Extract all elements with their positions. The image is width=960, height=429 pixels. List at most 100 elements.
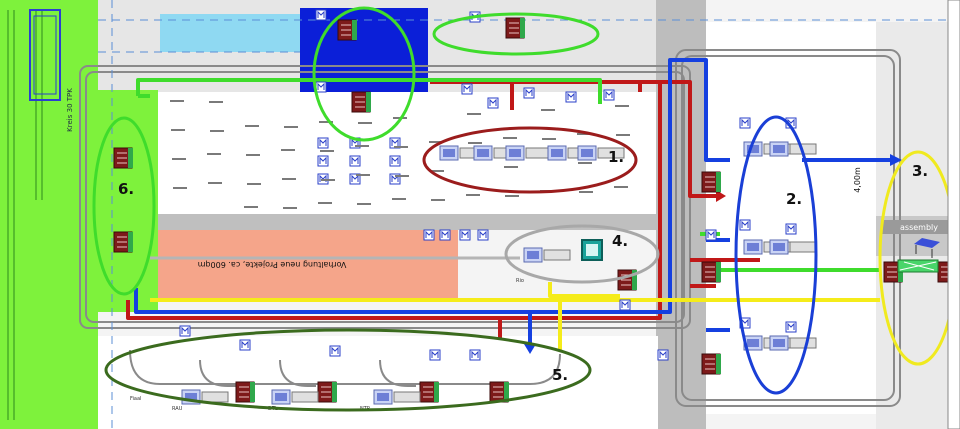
station-label-rio: Rio (516, 278, 524, 284)
assembly-label: assembly (900, 223, 938, 232)
resource-m-icon (706, 230, 716, 240)
machine-icon (702, 172, 721, 192)
resource-m-icon (316, 82, 326, 92)
label-dash (505, 195, 519, 197)
callout-number-4: 4. (612, 232, 628, 250)
callout-number-2: 2. (786, 190, 802, 208)
buffer-icon (524, 248, 570, 262)
label-dash (616, 134, 630, 136)
resource-m-icon (318, 156, 328, 166)
buffer-icon (770, 142, 816, 156)
station-label-fiaal: Fiaal (130, 396, 141, 402)
label-dash (578, 162, 592, 164)
resource-m-icon (478, 230, 488, 240)
label-dash (247, 183, 261, 185)
buffer-icon (506, 146, 552, 160)
label-dash (209, 101, 223, 103)
label-dash (356, 174, 370, 176)
label-dash (504, 166, 518, 168)
label-dash (503, 137, 517, 139)
callout-number-6: 6. (118, 180, 134, 198)
label-dash (207, 153, 221, 155)
label-dash (170, 100, 184, 102)
label-dash (614, 186, 628, 188)
resource-m-icon (566, 92, 576, 102)
green-side-label: Kreis 30 TPK (66, 88, 74, 132)
label-dash (358, 122, 372, 124)
resource-m-icon (786, 224, 796, 234)
machine-icon (506, 18, 525, 38)
lower-white-area (98, 336, 658, 429)
label-dash (172, 158, 186, 160)
label-dash (318, 202, 332, 204)
label-dash (467, 113, 481, 115)
resource-m-icon (524, 88, 534, 98)
label-dash (281, 149, 295, 151)
label-dash (468, 142, 482, 144)
resource-m-icon (620, 300, 630, 310)
resource-m-icon (740, 118, 750, 128)
resource-m-icon (786, 322, 796, 332)
machine-icon (114, 148, 133, 168)
callout-number-5: 5. (552, 366, 568, 384)
resource-m-icon (350, 156, 360, 166)
resource-m-icon (318, 138, 328, 148)
resource-m-icon (390, 156, 400, 166)
resource-m-icon (424, 230, 434, 240)
resource-m-icon (330, 346, 340, 356)
resource-m-icon (604, 90, 614, 100)
resource-m-icon (240, 340, 250, 350)
reserved-area-label: Vorhaltung neue Projekte, ca. 600qm (197, 260, 346, 269)
machine-icon (420, 382, 439, 402)
right-hall (706, 22, 876, 414)
resource-m-icon (430, 350, 440, 360)
machine-icon (702, 354, 721, 374)
label-dash (615, 105, 629, 107)
resource-m-icon (470, 350, 480, 360)
machine-icon (114, 232, 133, 252)
teal-buffer-inner (586, 244, 598, 256)
label-dash (282, 178, 296, 180)
label-dash (171, 129, 185, 131)
resource-m-icon (462, 84, 472, 94)
label-dash (395, 175, 409, 177)
label-dash (173, 187, 187, 189)
label-dash (541, 109, 555, 111)
resource-m-icon (658, 350, 668, 360)
label-dash (392, 198, 406, 200)
machine-icon (318, 382, 337, 402)
label-dash (355, 145, 369, 147)
machine-icon (338, 20, 357, 40)
label-dash (244, 206, 258, 208)
label-dash (320, 150, 334, 152)
buffer-icon (272, 390, 318, 404)
station-label-rau: RAU (172, 406, 183, 412)
right-edge-panel (948, 0, 960, 429)
label-dash (431, 199, 445, 201)
resource-m-icon (316, 10, 326, 20)
grey-divider-band (158, 214, 656, 230)
dimension-label: 4,00m (853, 167, 862, 193)
label-dash (208, 182, 222, 184)
label-dash (579, 191, 593, 193)
machine-icon (236, 382, 255, 402)
label-dash (466, 194, 480, 196)
label-dash (321, 179, 335, 181)
label-dash (394, 146, 408, 148)
label-dash (542, 138, 556, 140)
label-dash (283, 207, 297, 209)
label-dash (284, 126, 298, 128)
left-green-zone (0, 0, 98, 429)
resource-m-icon (460, 230, 470, 240)
label-dash (246, 154, 260, 156)
buffer-icon (770, 240, 816, 254)
resource-m-icon (180, 326, 190, 336)
machine-icon (352, 92, 371, 112)
resource-m-icon (740, 220, 750, 230)
label-dash (245, 125, 259, 127)
resource-m-icon (488, 98, 498, 108)
label-dash (357, 203, 371, 205)
resource-m-icon (440, 230, 450, 240)
